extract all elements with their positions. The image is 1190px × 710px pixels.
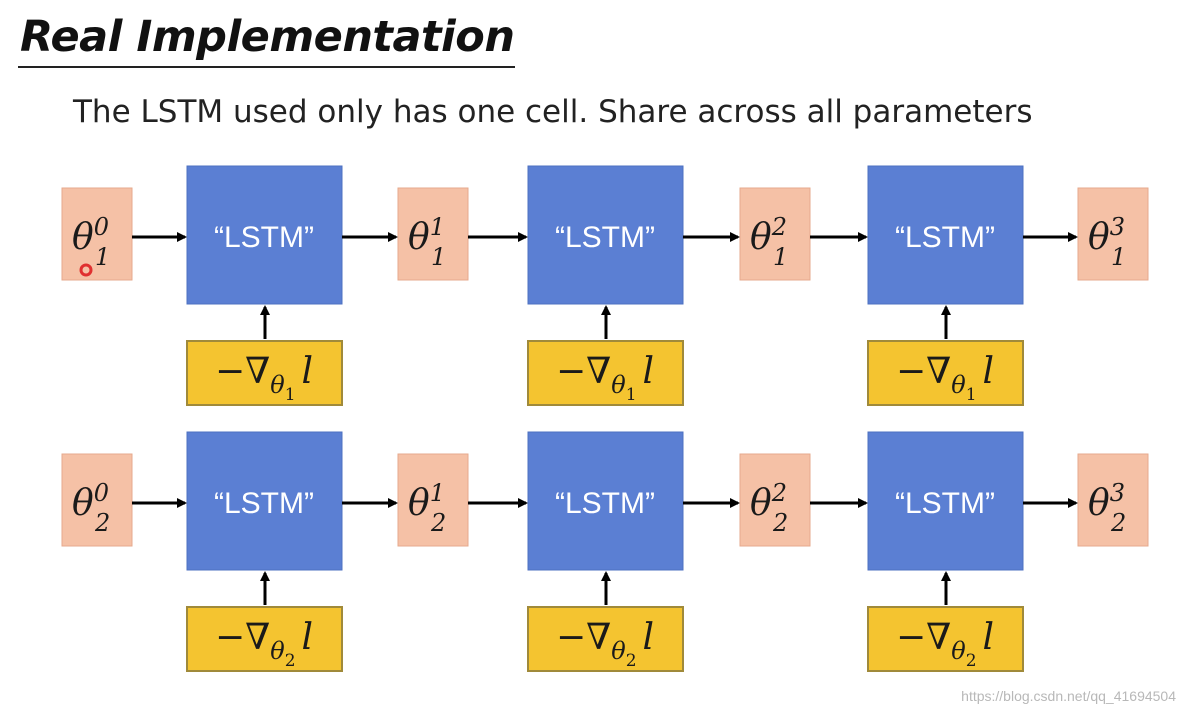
lstm-label-r2-2: “LSTM”: [895, 487, 995, 520]
theta-box-r1-0: [61, 187, 133, 281]
gradient-label-r2-2: −∇θ2l: [896, 617, 994, 671]
gradient-box-r1-0: [186, 340, 343, 406]
lstm-box-r2-0: [186, 431, 343, 571]
lstm-label-r1-2: “LSTM”: [895, 221, 995, 254]
gradient-label-r1-1: −∇θ1l: [556, 351, 654, 405]
gradient-label-r1-0: −∇θ1l: [215, 351, 313, 405]
gradient-box-r2-1: [527, 606, 684, 672]
lstm-box-r2-2: [867, 431, 1024, 571]
lstm-label-r1-1: “LSTM”: [555, 221, 655, 254]
theta-box-r1-1: [397, 187, 469, 281]
lstm-box-r1-2: [867, 165, 1024, 305]
theta-box-r2-2: [739, 453, 811, 547]
theta-box-r1-3: [1077, 187, 1149, 281]
lstm-label-r2-1: “LSTM”: [555, 487, 655, 520]
title-underline: [18, 66, 515, 68]
slide-title: Real Implementation: [20, 12, 515, 62]
theta-box-r2-1: [397, 453, 469, 547]
gradient-label-r2-1: −∇θ2l: [556, 617, 654, 671]
theta-box-r2-3: [1077, 453, 1149, 547]
theta-box-r2-0: [61, 453, 133, 547]
lstm-label-r2-0: “LSTM”: [214, 487, 314, 520]
gradient-box-r2-2: [867, 606, 1024, 672]
lstm-box-r1-1: [527, 165, 684, 305]
gradient-label-r2-0: −∇θ2l: [215, 617, 313, 671]
gradient-label-r1-2: −∇θ1l: [896, 351, 994, 405]
lstm-box-r1-0: [186, 165, 343, 305]
lstm-box-r2-1: [527, 431, 684, 571]
theta-box-r1-2: [739, 187, 811, 281]
watermark: https://blog.csdn.net/qq_41694504: [961, 688, 1176, 704]
slide-subtitle: The LSTM used only has one cell. Share a…: [73, 94, 1033, 130]
gradient-box-r2-0: [186, 606, 343, 672]
gradient-box-r1-2: [867, 340, 1024, 406]
gradient-box-r1-1: [527, 340, 684, 406]
cursor-indicator: [79, 263, 93, 277]
lstm-label-r1-0: “LSTM”: [214, 221, 314, 254]
